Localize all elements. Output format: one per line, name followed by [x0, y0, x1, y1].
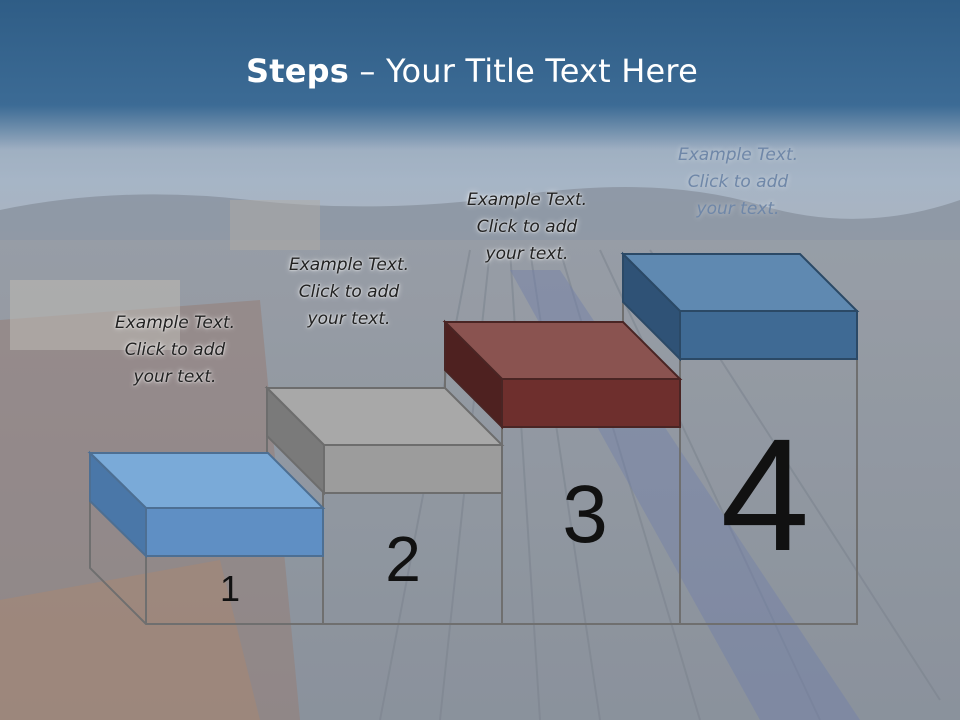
step-2-number: 2 — [385, 523, 421, 595]
step-2-block[interactable] — [264, 385, 505, 496]
step-3-text-line3: your text. — [485, 244, 569, 264]
step-3-number: 3 — [562, 469, 608, 560]
step-3-text-line2: Click to add — [476, 217, 578, 237]
step-4-text-line3: your text. — [696, 199, 780, 219]
step-2-text[interactable]: Example Text. Click to add your text. — [264, 252, 434, 333]
title-rest: – Your Title Text Here — [349, 52, 698, 90]
step-3-text[interactable]: Example Text. Click to add your text. — [442, 187, 612, 268]
step-4-text[interactable]: Example Text. Click to add your text. — [653, 142, 823, 223]
step-4-number: 4 — [720, 405, 810, 584]
step-4-block[interactable] — [620, 251, 860, 362]
step-4-text-line1: Example Text. — [677, 145, 799, 165]
step-1-block[interactable] — [87, 450, 326, 559]
title-bar — [0, 0, 960, 150]
title-bold-word: Steps — [246, 52, 350, 90]
step-1-text-line3: your text. — [133, 367, 217, 387]
step-1-number: 1 — [219, 568, 241, 609]
step-3-text-line1: Example Text. — [466, 190, 588, 210]
step-4-text-line2: Click to add — [687, 172, 789, 192]
step-2-text-line2: Click to add — [298, 282, 400, 302]
step-3-block[interactable] — [442, 319, 683, 430]
step-1-text[interactable]: Example Text. Click to add your text. — [90, 310, 260, 391]
step-1-text-line2: Click to add — [124, 340, 226, 360]
step-2-text-line1: Example Text. — [288, 255, 410, 275]
step-1-text-line1: Example Text. — [114, 313, 236, 333]
step-2-text-line3: your text. — [307, 309, 391, 329]
slide-title[interactable]: Steps – Your Title Text Here — [0, 52, 944, 90]
